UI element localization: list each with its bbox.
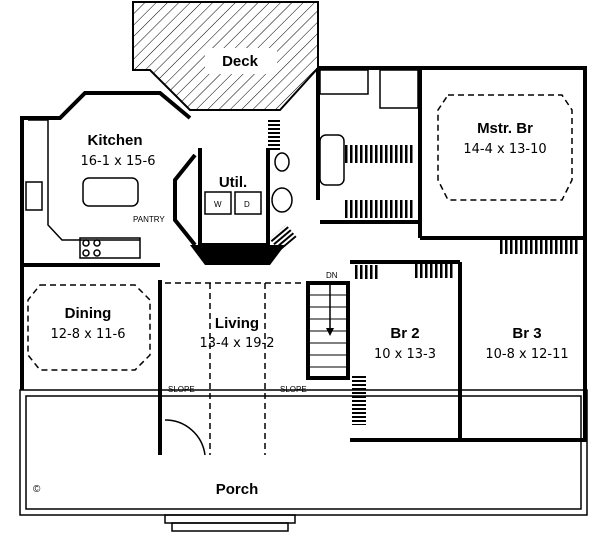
exterior-walls — [20, 66, 587, 455]
living-label: Living — [215, 315, 259, 332]
dining-label: Dining — [65, 305, 112, 322]
br3-label: Br 3 — [512, 325, 541, 342]
pantry-label: PANTRY — [133, 215, 165, 224]
porch — [19, 389, 588, 532]
kitchen-counters — [25, 119, 141, 259]
br3-size: 10-8 x 12-11 — [485, 347, 568, 362]
kitchen-island — [82, 177, 139, 207]
stairs — [306, 281, 350, 380]
stairs-down-label: DN — [326, 271, 338, 280]
bedroom-walls — [350, 236, 585, 440]
porch-label: Porch — [216, 481, 259, 498]
master-label: Mstr. Br — [477, 120, 533, 137]
deck — [132, 1, 319, 111]
util-label: Util. — [219, 174, 247, 191]
slope-label-right: SLOPE — [280, 385, 307, 394]
washer-label: W — [214, 200, 222, 209]
living-size: 13-4 x 19-2 — [200, 336, 275, 351]
br2-size: 10 x 13-3 — [374, 347, 436, 362]
utility-room — [173, 120, 297, 265]
dryer-label: D — [244, 200, 250, 209]
dining-ceiling-outline — [27, 284, 151, 371]
kitchen-label: Kitchen — [87, 132, 142, 149]
dining-size: 12-8 x 11-6 — [51, 327, 126, 342]
master-size: 14-4 x 13-10 — [463, 142, 546, 157]
kitchen-size: 16-1 x 15-6 — [81, 154, 156, 169]
copyright-mark: © — [33, 484, 41, 495]
deck-label: Deck — [222, 53, 259, 70]
slope-label-left: SLOPE — [168, 385, 195, 394]
master-ceiling-outline — [437, 94, 573, 201]
br2-label: Br 2 — [390, 325, 419, 342]
bathrooms — [319, 68, 422, 238]
